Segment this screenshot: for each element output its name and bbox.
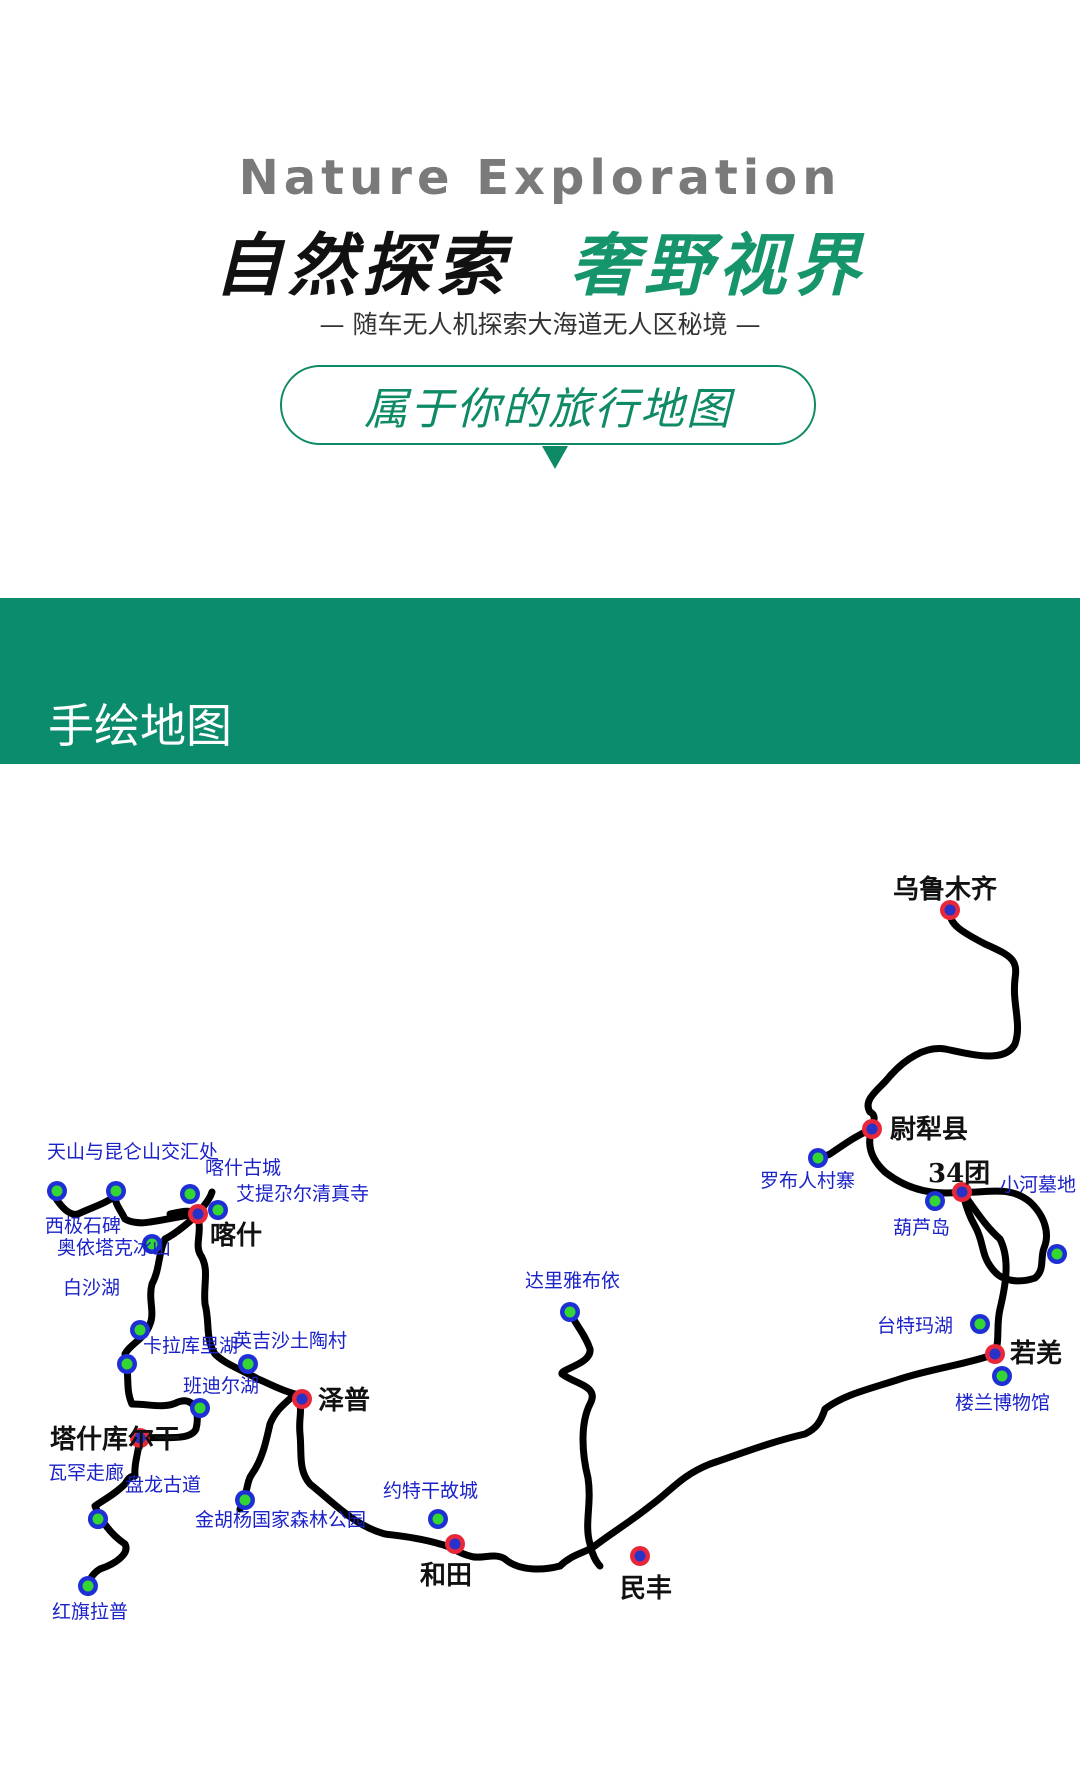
- chinese-title: 自然探索奢野视界: [0, 210, 1080, 309]
- poi-label: 卡拉库里湖: [143, 1335, 238, 1357]
- poi-label: 楼兰博物馆: [955, 1392, 1050, 1414]
- section-band: 手绘地图: [0, 598, 1080, 764]
- poi-label: 罗布人村寨: [760, 1170, 855, 1192]
- header-section: Nature Exploration 自然探索奢野视界 — 随车无人机探索大海道…: [0, 0, 1080, 600]
- city-label: 乌鲁木齐: [893, 874, 998, 905]
- poi-label: 达里雅布依: [525, 1270, 620, 1292]
- city-label: 若羌: [1010, 1339, 1062, 1369]
- poi-marker: [88, 1509, 108, 1529]
- poi-marker: [180, 1184, 200, 1204]
- subtitle: — 随车无人机探索大海道无人区秘境 —: [319, 310, 761, 339]
- route-segment: [291, 1390, 444, 1548]
- poi-label: 天山与昆仑山交汇处: [47, 1141, 218, 1163]
- route-segment: [958, 1187, 1050, 1285]
- city-marker: [952, 1182, 972, 1202]
- poi-label: 白沙湖: [63, 1277, 120, 1299]
- poi-label: 红旗拉普: [52, 1601, 128, 1623]
- poi-marker: [428, 1509, 448, 1529]
- city-label: 泽普: [318, 1385, 370, 1416]
- city-label: 尉犁县: [890, 1115, 968, 1145]
- poi-marker: [142, 1234, 162, 1254]
- poi-marker: [235, 1490, 255, 1510]
- chinese-title-part1: 自然探索: [213, 226, 510, 306]
- city-marker: [630, 1546, 650, 1566]
- poi-marker: [560, 1302, 580, 1322]
- hand-drawn-map: 罗布人村寨 小河墓地葫芦岛台特玛湖楼兰博物馆 达里雅布依约特干故城金胡杨国家森林公园…: [0, 764, 1080, 1782]
- poi-marker: [1047, 1244, 1067, 1264]
- city-label: 和田: [420, 1561, 472, 1591]
- poi-marker: [808, 1148, 828, 1168]
- city-marker: [940, 900, 960, 920]
- poi-marker: [130, 1320, 150, 1340]
- city-marker: [292, 1389, 312, 1409]
- poi-label: 英吉沙土陶村: [233, 1330, 347, 1352]
- poi-marker: [238, 1354, 258, 1374]
- section-title: 手绘地图: [48, 699, 232, 753]
- poi-label: 艾提尕尔清真寺: [236, 1183, 369, 1205]
- poi-marker: [208, 1200, 228, 1220]
- route-segment: [121, 1434, 144, 1488]
- route-segment: [864, 906, 1021, 1133]
- poi-marker: [106, 1181, 126, 1201]
- city-label: 喀什: [210, 1221, 262, 1251]
- city-marker: [130, 1428, 150, 1448]
- poi-label: 奥依塔克冰山: [57, 1237, 171, 1259]
- map-banner-pill: 属于你的旅行地图: [280, 365, 816, 445]
- poi-label: 喀什古城: [205, 1157, 281, 1179]
- poi-label: 葫芦岛: [893, 1217, 950, 1239]
- city-label: 34团: [928, 1159, 990, 1189]
- city-marker: [445, 1534, 465, 1554]
- route-segment: [51, 1192, 119, 1218]
- city-marker: [862, 1119, 882, 1139]
- route-segment: [958, 1188, 1010, 1358]
- poi-marker: [47, 1181, 67, 1201]
- poi-label: 约特干故城: [383, 1480, 478, 1502]
- chinese-title-part2: 奢野视界: [570, 226, 867, 306]
- poi-marker: [925, 1191, 945, 1211]
- city-label: 民丰: [620, 1574, 672, 1604]
- map-markers: [47, 900, 1067, 1596]
- route-lines: [51, 906, 1050, 1590]
- english-title: Nature Exploration: [238, 150, 842, 206]
- route-segment: [84, 1480, 130, 1590]
- poi-label: 台特玛湖: [877, 1315, 953, 1337]
- poi-marker: [190, 1398, 210, 1418]
- route-segment: [588, 1350, 999, 1552]
- poi-label: 盘龙古道: [125, 1474, 201, 1496]
- city-label: 塔什库尔干: [50, 1424, 180, 1455]
- route-segment: [236, 1390, 299, 1513]
- poi-label: 金胡杨国家森林公园: [195, 1509, 366, 1531]
- poi-label: 瓦罕走廊: [48, 1462, 124, 1484]
- route-segment: [556, 1544, 596, 1570]
- poi-marker: [117, 1354, 137, 1374]
- poi-label: 西极石碑: [45, 1215, 121, 1237]
- pill-pointer: [542, 446, 568, 469]
- city-marker: [985, 1344, 1005, 1364]
- route-segment: [558, 1308, 604, 1570]
- poi-label: 小河墓地: [1000, 1174, 1076, 1196]
- route-segment: [194, 1210, 299, 1398]
- poi-marker: [992, 1366, 1012, 1386]
- poi-label: 班迪尔湖: [183, 1375, 259, 1397]
- city-marker: [188, 1204, 208, 1224]
- route-segment: [111, 1192, 202, 1227]
- poi-marker: [78, 1576, 98, 1596]
- poi-marker: [970, 1314, 990, 1334]
